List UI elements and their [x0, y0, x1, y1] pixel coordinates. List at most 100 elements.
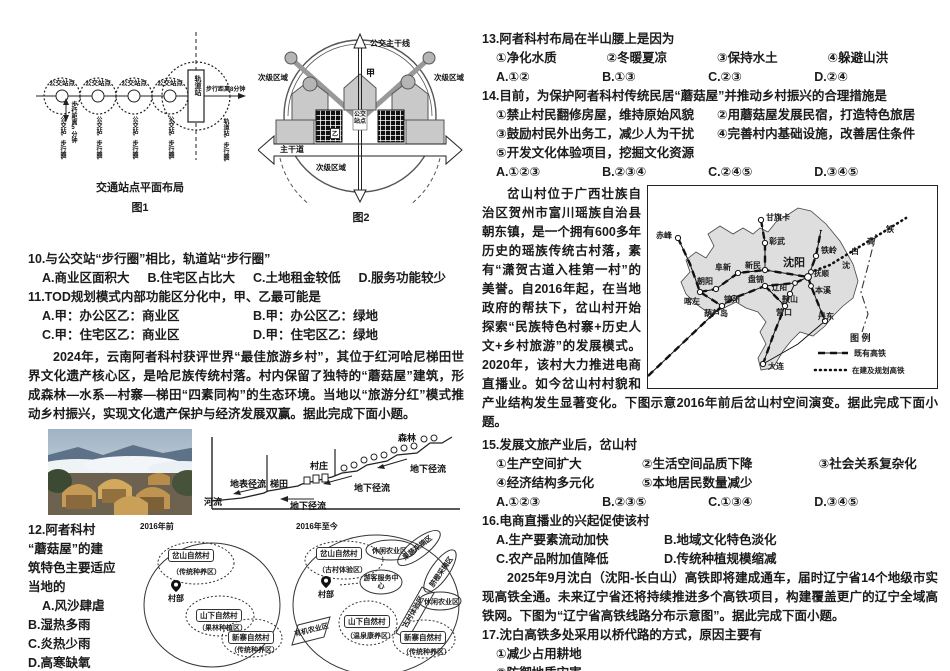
q15-sub-2: ②生活空间品质下降 [641, 457, 753, 471]
after-village3-box: 新寨自然村 [400, 631, 446, 644]
q15-subs-row1: ①生产空间扩大 ②生活空间品质下降 ③社会关系复杂化 [482, 455, 938, 474]
q13-answer-d: D.②④ [814, 70, 848, 84]
secondary-area-label: 次级区域 [316, 163, 346, 172]
village-map-before-2016: 2016年前 岔山自然村 （传统种养区） 村部 山下自然村 （果林种植区） 新寨… [136, 521, 284, 671]
q11-option-c: C.甲：住宅区乙：商业区 [42, 328, 180, 342]
q10-option-b: B.住宅区占比大 [147, 271, 236, 285]
q16-option-b: B.地域文化特色淡化 [663, 533, 777, 547]
right-column: 13.阿者科村布局在半山腰上是因为 ①净化水质 ②冬暖夏凉 ③保持水土 ④躲避山… [482, 30, 938, 671]
q14-answers: A.①②③ B.②③④ C.②④⑤ D.③④⑤ [482, 163, 938, 182]
city-label: 阜新 [715, 263, 731, 272]
q17-sub-1: ①减少占用耕地 [496, 647, 582, 661]
q13-answers: A.①② B.①③ C.②③ D.②④ [482, 68, 938, 87]
after-pin-label: 村部 [318, 590, 334, 599]
location-pin-icon [170, 579, 182, 598]
q14-stem: 14.目前，为保护阿者科村传统民居“蘑菇屋”并推动乡村振兴的合理措施是 [482, 89, 887, 103]
legend-planned-hsr: 在建及规划高铁 [852, 366, 905, 375]
q13-stem: 13.阿者科村布局在半山腰上是因为 [482, 32, 675, 46]
walk-5min-label: 步行距离5分钟 [70, 101, 76, 143]
bus-stop-label: 公交站点 [49, 80, 75, 87]
secondary-area-label: 次级区域 [258, 73, 288, 82]
q15-answer-c: C.①③④ [708, 495, 753, 509]
village-map-after-2016: 2016年至今 岔山自然村 （古村体验区） 休闲农业 [288, 521, 464, 671]
bus-walk-circle-label: 公交站“步行圈” [167, 116, 173, 164]
city-label: 锦州 [724, 295, 740, 304]
q10-option-a: A.商业区面积大 [42, 271, 130, 285]
city-label: 铁岭 [821, 246, 837, 255]
q14-subs-row3: ⑤开发文化体验项目，挖掘文化资源 [482, 144, 938, 163]
passage-shenbai-text: 2025年9月沈白（沈阳-长白山）高铁即将建成通车，届时辽宁省14个地级市实现高… [482, 571, 938, 623]
passage-chashan: 岔山村位于广西壮族自治区贺州市富川瑶族自治县朝东镇，是一个拥有600多年历史的瑶… [482, 185, 938, 432]
q13-answer-c: C.②③ [708, 70, 742, 84]
q13-sub-4: ④躲避山洪 [827, 51, 889, 65]
after-title: 2016年至今 [296, 522, 338, 531]
q11-options-row2: C.甲：住宅区乙：商业区 D.甲：住宅区乙：绿地 [28, 326, 464, 345]
q16-option-d: D.传统种植规模缩减 [663, 552, 777, 566]
q15-answer-d: D.③④⑤ [814, 495, 859, 509]
after-village1-box: 岔山自然村 [316, 547, 362, 560]
city-label: 新民 [745, 261, 761, 270]
q16-options-row1: A.生产要素流动加快 B.地域文化特色淡化 [482, 531, 938, 550]
underground-runoff-label: 地下径流 [410, 464, 447, 474]
figure2-number: 图2 [352, 212, 370, 224]
zone-yi-label: 乙 [330, 128, 341, 139]
q12-option-c: C.炎热少雨 [28, 637, 91, 651]
city-label: 赤峰 [656, 231, 672, 240]
q12-stem-line4: 当地的 [28, 580, 66, 594]
liaoning-map-svg [647, 207, 908, 377]
q13-answer-a: A.①② [496, 70, 530, 84]
q15-sub-1: ①生产空间扩大 [496, 457, 582, 471]
legend-existing-hsr: 既有高铁 [854, 349, 886, 358]
city-label: 盘锦 [748, 275, 764, 284]
q17-stem: 17.沈白高铁多处采用以桥代路的方式，原因主要有 [482, 628, 762, 642]
underground-runoff-label: 地下径流 [354, 483, 391, 493]
q17-sub-2: ②防御地质灾害 [482, 664, 938, 671]
q11-options-row1: A.甲：办公区乙：商业区 B.甲：办公区乙：绿地 [28, 307, 464, 326]
city-label: 甘旗卡 [766, 213, 790, 222]
figure1-transit-layout: 公交站点 公交站点 公交站点 公交站点 轨道站 步行距离5分钟 步行距离8分钟 … [28, 28, 252, 240]
photo-section-row: 森林 地下径流 地下径流 村庄 梯田 地表径流 河流 地下径流 [28, 429, 464, 517]
after-village3-zone: （传统种养区） [402, 649, 451, 656]
q14-sub-3: ③鼓励村民外出务工，减少人为干扰 [496, 127, 695, 141]
before-svg [143, 541, 283, 668]
q14-sub-5: ⑤开发文化体验项目，挖掘文化资源 [496, 146, 695, 160]
q12-stem-line1: 12.阿者科村 [28, 523, 96, 537]
city-label: 朝阳 [697, 277, 713, 286]
q10-options: A.商业区面积大 B.住宅区占比大 C.土地租金较低 D.服务功能较少 [28, 269, 464, 288]
slope-section-diagram: 森林 地下径流 地下径流 村庄 梯田 地表径流 河流 地下径流 [202, 429, 464, 517]
q11-option-d: D.甲：住宅区乙：绿地 [253, 328, 379, 342]
center-station-label: 公交站点 [354, 112, 367, 125]
q15-answer-b: B.②③⑤ [602, 495, 647, 509]
q15-sub-4: ④经济结构多元化 [496, 476, 595, 490]
q14-sub-2: ②用蘑菇屋发展民宿，打造特色旅居 [717, 108, 916, 122]
q16-option-c: C.农产品附加值降低 [496, 552, 609, 566]
surface-runoff-label: 地表径流 [230, 479, 267, 489]
rail-walk-circle-label: 轨道站“步行圈” [222, 118, 228, 166]
q13-sub-2: ②冬暖夏凉 [606, 51, 668, 65]
city-label: 本溪 [815, 286, 831, 295]
city-label: 营口 [776, 308, 792, 317]
q12-block: 12.阿者科村 “蘑菇屋”的建 筑特色主要适应 当地的 A.风沙肆虐 B.湿热多… [28, 521, 136, 671]
city-label: 抚顺 [814, 269, 829, 278]
q12-option-b: B.湿热多雨 [28, 618, 91, 632]
figure2-diagram [257, 32, 463, 223]
liaoning-hsr-map: 赤峰 甘旗卡 彰武 新民 沈阳 铁岭 抚顺 阜新 朝阳 喀左 锦州 葫芦岛 盘锦… [647, 185, 938, 389]
q12-option-a: A.风沙肆虐 [42, 599, 105, 613]
forest-label: 森林 [398, 433, 417, 443]
city-label: 鞍山 [782, 295, 798, 304]
q12-stem-line2: “蘑菇屋”的建 [28, 542, 104, 556]
after-leisure-top-label: 休闲农业区 [372, 548, 407, 555]
city-label: 葫芦岛 [704, 309, 728, 318]
village-photo [48, 429, 192, 515]
q16-option-a: A.生产要素流动加快 [496, 533, 609, 547]
q14-answer-c: C.②④⑤ [708, 165, 753, 179]
location-pin-icon [320, 575, 332, 594]
bus-walk-circle-label: 公交站“步行圈” [131, 116, 137, 164]
bus-trunk-line-label: 公交主干线 [370, 39, 410, 48]
after-village2-box: 山下自然村 [344, 615, 390, 628]
before-village3-box: 新寨自然村 [228, 631, 274, 644]
terrace-label: 梯田 [270, 479, 289, 489]
figure1-number: 图1 [131, 202, 149, 214]
q14-answer-b: B.②③④ [602, 165, 647, 179]
